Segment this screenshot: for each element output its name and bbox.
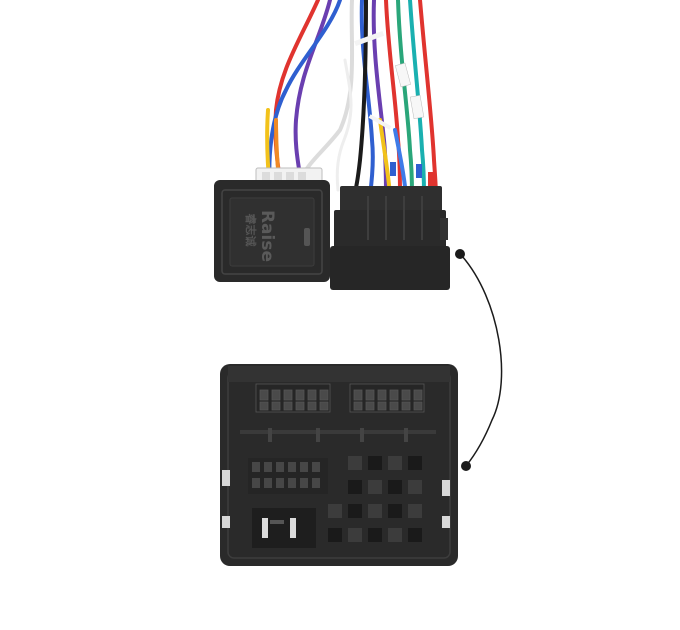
middle-pin-block-left [248,458,328,494]
side-latch-left-lower [222,516,230,528]
cable-tie [368,114,392,130]
side-latch-right-lower [442,516,450,528]
wire-white [298,0,355,182]
wire-blue-2 [359,0,375,197]
wire-red-3 [418,0,438,197]
wire-label-tag [395,62,411,88]
wire-bundle [265,0,438,197]
side-latch-left [222,470,230,486]
indicator-dot-bottom [461,461,471,471]
side-latch-right [442,480,450,496]
wire-purple-2 [371,0,388,197]
power-pin-block [252,508,316,548]
wire-black [352,0,368,197]
wire-green [396,0,414,197]
top-connector [330,186,450,290]
module-brand-label: Raise [257,210,277,262]
wire-label-tag [409,95,425,119]
cable-tie [354,30,385,46]
small-terminal [428,172,434,186]
wire-teal [408,0,426,197]
connection-indicator [455,249,503,471]
top-pin-block-right [349,383,425,413]
large-male-connector [220,364,458,566]
module-chinese-label: 睿志诚 [244,214,258,247]
wire-white-2 [335,58,353,192]
small-terminal [416,164,422,178]
indicator-dot-top [455,249,465,259]
wire-red-2 [384,0,402,197]
small-terminal [390,162,396,176]
top-pin-block-left [255,383,331,413]
pin-grid-right [328,456,422,542]
decoder-module: Raise 睿志诚 [214,180,330,282]
center-ridge [240,430,436,434]
